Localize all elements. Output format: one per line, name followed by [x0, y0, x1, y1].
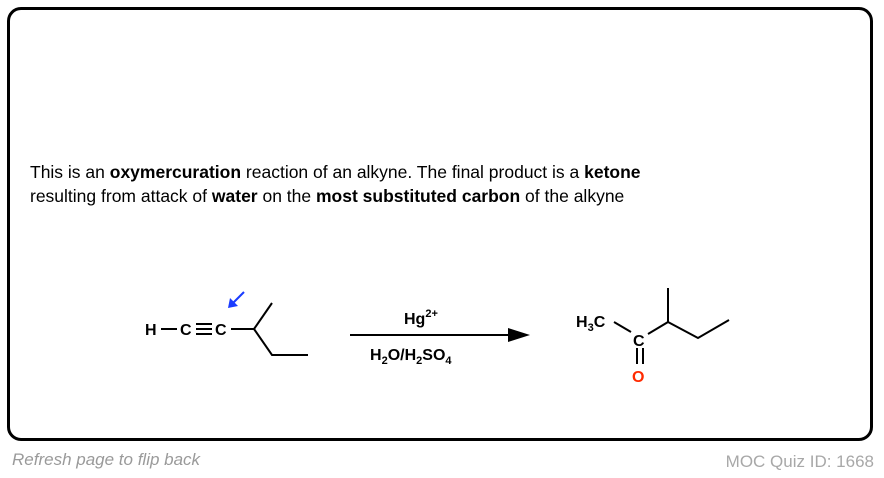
- reactant-atom-c2: C: [215, 322, 227, 339]
- bond-ethyl-chain: [667, 319, 730, 340]
- keyword-oxymercuration: oxymercuration: [109, 162, 242, 182]
- explanation-text-segment: on the: [257, 186, 316, 206]
- attack-arrow-icon: [228, 291, 245, 308]
- reactant-atom-h: H: [145, 322, 157, 339]
- reactant-atom-c1: C: [180, 322, 192, 339]
- product-group-h3c: H3C: [576, 314, 606, 334]
- bond-methyl-branch: [647, 288, 669, 335]
- double-bond-co: [636, 348, 644, 364]
- arrow-head-icon: [508, 328, 530, 342]
- explanation-text-segment: of the alkyne: [520, 186, 625, 206]
- explanation-text-segment: reaction of an alkyne. The final product…: [241, 162, 585, 182]
- question-card[interactable]: [7, 7, 873, 441]
- reactant-structure: H C C: [145, 291, 308, 356]
- flip-back-hint: Refresh page to flip back: [12, 450, 201, 469]
- product-atom-o: O: [632, 369, 644, 386]
- explanation-text-segment: resulting from attack of: [30, 186, 212, 206]
- triple-bond: [196, 323, 212, 335]
- bond-ch3-c: [613, 321, 632, 333]
- product-atom-c: C: [633, 333, 645, 350]
- quiz-id-label: MOC Quiz ID: 1668: [725, 452, 874, 471]
- bond-ethyl: [253, 328, 308, 356]
- reaction-arrow-group: Hg2+ H2O/H2SO4: [350, 308, 530, 367]
- reagent-above: Hg2+: [404, 308, 438, 328]
- product-structure: H3C C O: [576, 288, 730, 386]
- reagent-below: H2O/H2SO4: [370, 347, 452, 367]
- explanation-text-segment: This is an: [30, 162, 110, 182]
- keyword-water: water: [211, 186, 258, 206]
- keyword-ketone: ketone: [584, 162, 641, 182]
- keyword-most-substituted-carbon: most substituted carbon: [316, 186, 521, 206]
- explanation-text: This is an oxymercuration reaction of an…: [30, 160, 850, 208]
- bond-methyl: [253, 302, 273, 330]
